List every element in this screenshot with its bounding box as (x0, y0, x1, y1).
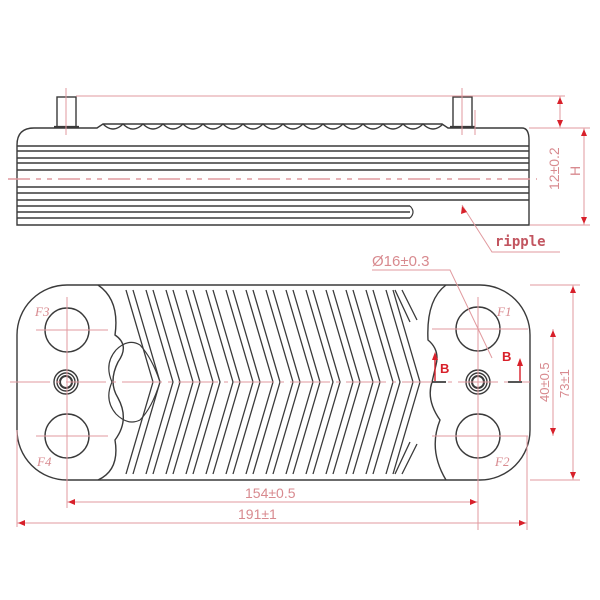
port-f3-label: F3 (34, 304, 50, 319)
side-view-arrows (461, 97, 587, 224)
plate-stack-lines (17, 145, 529, 219)
section-right-label: B (502, 349, 511, 364)
port-center-distance-label: 154±0.5 (245, 485, 296, 501)
plan-view-arrows (18, 286, 576, 526)
port-diameter-label: Ø16±0.3 (372, 253, 429, 270)
section-b-markers (432, 352, 523, 381)
side-view (16, 96, 530, 226)
port-spacing-label: 40±0.5 (537, 362, 552, 402)
side-body-outline (16, 123, 530, 226)
overall-width-label: 73±1 (557, 369, 572, 398)
overall-length-label: 191±1 (238, 506, 277, 522)
section-left-label: B (440, 361, 449, 376)
port-f1-label: F1 (496, 304, 511, 319)
port-f4-label: F4 (36, 454, 52, 469)
left-port-boundary (97, 284, 124, 481)
side-view-dimensions (8, 88, 590, 253)
plan-view-dimensions (10, 269, 580, 530)
ripple-label: ripple (495, 234, 546, 250)
plate-thickness-label: 12±0.2 (546, 147, 562, 190)
ripple-top (102, 123, 444, 130)
height-label: H (567, 166, 583, 176)
port-f2-label: F2 (494, 454, 510, 469)
